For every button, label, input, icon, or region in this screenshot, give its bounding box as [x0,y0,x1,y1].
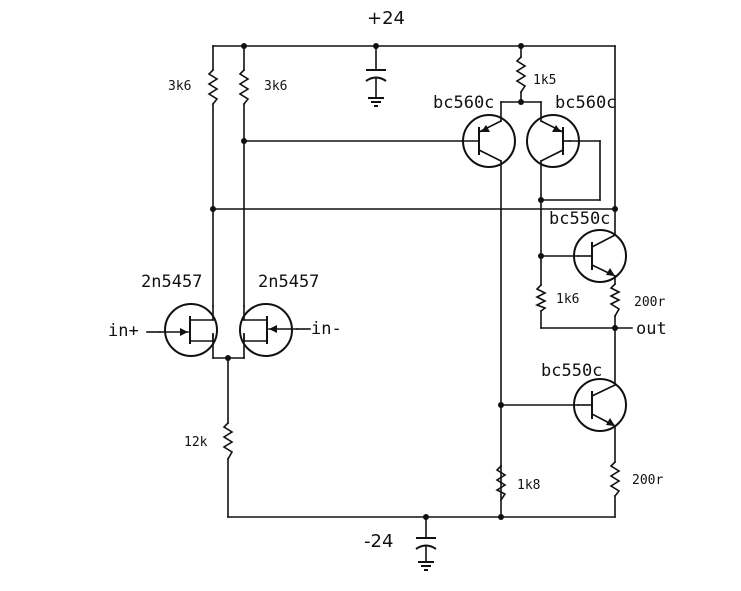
resistor-3k6-left-label: 3k6 [168,79,191,94]
resistor-200r-top [609,282,621,318]
resistor-1k6 [535,283,547,313]
jfet-left-symbol [159,303,218,357]
resistor-200r-bottom-label: 200r [632,473,663,488]
pnp-right-symbol [526,114,580,168]
npn-output-symbol [573,229,627,283]
capacitor-bottom [415,537,437,571]
resistor-1k5-label: 1k5 [533,73,556,88]
resistor-symbols [207,55,621,502]
npn-sink-label: bc550c [541,361,602,381]
pnp-left-symbol [461,114,516,168]
resistor-200r-bottom [609,460,621,498]
junction-dots [210,43,618,520]
wires [212,45,633,563]
output-label: out [636,319,667,339]
resistor-3k6-right [238,68,250,106]
resistor-1k8-label: 1k8 [517,478,540,493]
resistor-12k [222,421,234,461]
positive-rail-label: +24 [367,8,405,29]
npn-sink-symbol [573,378,627,432]
npn-output-label: bc550c [549,209,610,229]
pnp-right-label: bc560c [555,93,616,113]
resistor-3k6-right-label: 3k6 [264,79,287,94]
resistor-1k6-label: 1k6 [556,292,579,307]
capacitor-top [365,69,387,107]
resistor-1k5 [515,55,527,94]
pnp-left-label: bc560c [433,93,494,113]
jfet-right-label: 2n5457 [258,272,319,292]
resistor-12k-label: 12k [184,435,208,450]
jfet-right-symbol [239,303,298,357]
resistor-200r-top-label: 200r [634,295,665,310]
input-minus-label: in- [311,319,342,339]
negative-rail-label: -24 [364,531,393,552]
input-plus-label: in+ [108,321,139,341]
jfet-left-label: 2n5457 [141,272,202,292]
resistor-3k6-left [207,68,219,106]
resistor-1k8 [495,464,507,502]
